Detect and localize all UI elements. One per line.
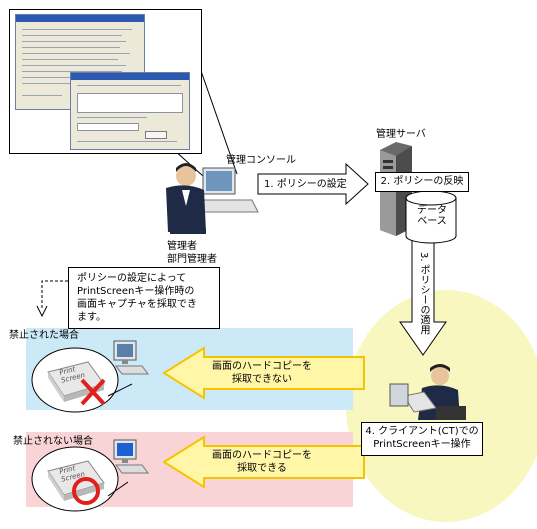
console-label: 管理コンソール bbox=[226, 155, 296, 166]
arrow-can-copy bbox=[162, 435, 365, 489]
note-box: ポリシーの設定によって PrintScreenキー操作時の 画面キャプチャを採取… bbox=[68, 267, 220, 329]
step4-box: 4. クライアント(CT)での PrintScreenキー操作 bbox=[361, 422, 483, 456]
step3-label: 3. ポリシーの適用 bbox=[418, 252, 429, 335]
monitor-icon bbox=[113, 340, 149, 375]
prohibited-label: 禁止された場合 bbox=[9, 330, 79, 341]
x-mark-icon bbox=[80, 378, 106, 406]
step2-box: 2. ポリシーの反映 bbox=[375, 172, 469, 192]
cannot-copy-label: 画面のハードコピーを 採取できない bbox=[212, 361, 312, 385]
arrow-policy-setting bbox=[257, 162, 369, 206]
policy-window-front bbox=[70, 72, 190, 150]
can-copy-label: 画面のハードコピーを 採取できる bbox=[212, 450, 312, 474]
admin-person-icon bbox=[166, 163, 259, 234]
server-label: 管理サーバ bbox=[376, 129, 426, 140]
client-person-icon bbox=[389, 364, 466, 420]
monitor-icon-2 bbox=[113, 439, 149, 474]
database-label: データ ベース bbox=[417, 205, 447, 227]
not-prohibited-label: 禁止されない場合 bbox=[13, 436, 93, 447]
note-pointer bbox=[41, 280, 68, 310]
admin-label: 管理者 部門管理者 bbox=[167, 241, 217, 265]
screenshot-thumbnail bbox=[9, 9, 202, 154]
database-icon bbox=[405, 190, 457, 244]
step1-label: 1. ポリシーの設定 bbox=[264, 179, 347, 190]
arrow-policy-apply bbox=[399, 239, 447, 356]
arrow-cannot-copy bbox=[162, 346, 365, 400]
o-mark-icon bbox=[72, 477, 100, 505]
